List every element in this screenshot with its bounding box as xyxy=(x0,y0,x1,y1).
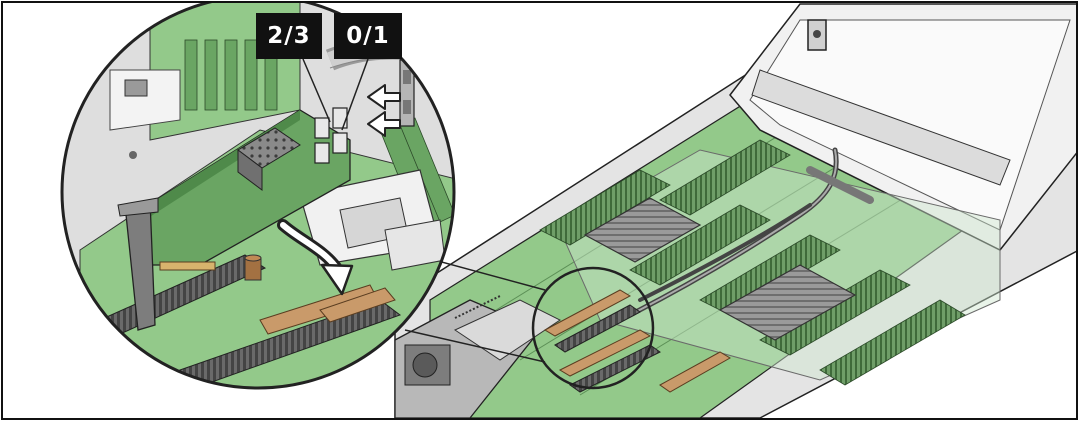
sas-cables xyxy=(617,147,874,323)
focus-circle xyxy=(531,266,655,390)
callout-label-ports-0-1: 0/1 xyxy=(334,13,402,59)
callout-label-ports-2-3: 2/3 xyxy=(256,13,322,59)
callout-leader-right xyxy=(341,58,369,131)
insert-arrows xyxy=(367,84,401,137)
top-cover xyxy=(729,3,1077,251)
callout-leader-left xyxy=(302,58,331,123)
dimm-banks xyxy=(539,139,966,386)
cpu-heatsinks xyxy=(583,197,857,341)
pcie-riser-slots xyxy=(543,289,731,393)
leader-line-bottom xyxy=(404,329,546,363)
